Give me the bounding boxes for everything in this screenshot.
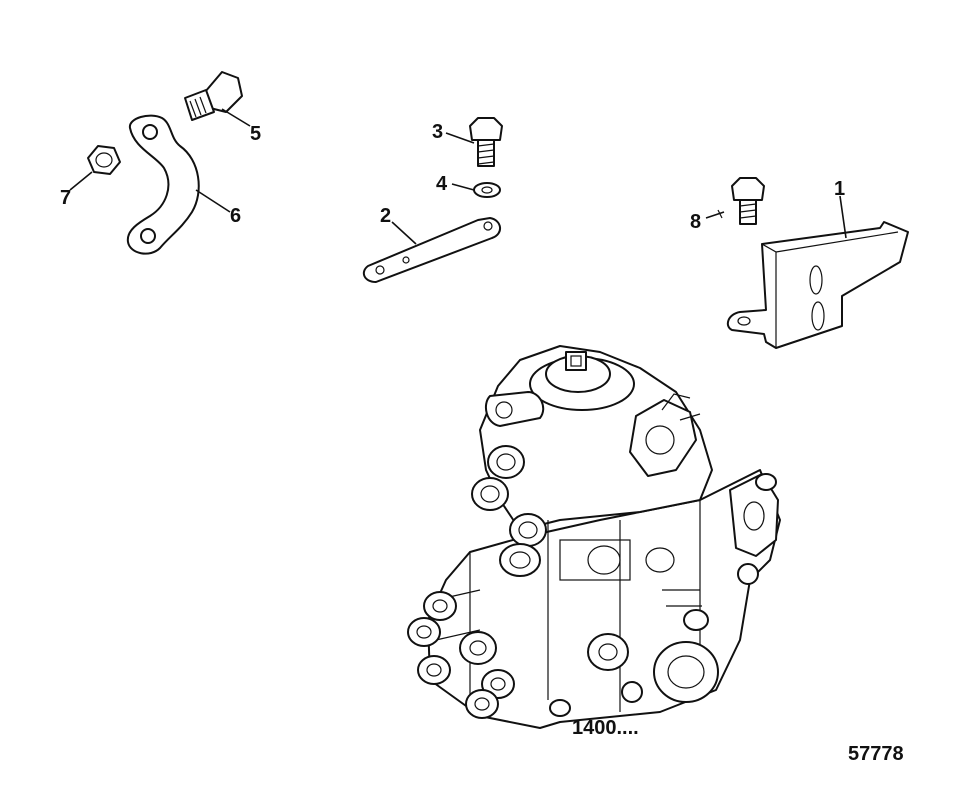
- part-4-washer: [451, 182, 501, 198]
- pump-caption: 1400....: [572, 717, 639, 739]
- part-3-bolt: [445, 117, 503, 167]
- part-7-nut: [69, 145, 121, 191]
- callout-7: 7: [60, 187, 71, 209]
- part-2-strap: [362, 217, 501, 283]
- part-5-bolt: [184, 71, 251, 127]
- callout-3: 3: [432, 121, 443, 143]
- callout-4: 4: [436, 173, 448, 195]
- callout-5: 5: [250, 123, 261, 145]
- part-1-bracket: [726, 195, 909, 349]
- part-8-bolt: [705, 177, 765, 225]
- callout-8: 8: [690, 211, 701, 233]
- callout-6: 6: [230, 205, 241, 227]
- part-6-clamp: [126, 114, 231, 255]
- callout-1: 1: [834, 178, 845, 200]
- callout-2: 2: [380, 205, 391, 227]
- injection-pump-illustration: [407, 345, 781, 729]
- figure-number: 57778: [848, 743, 904, 765]
